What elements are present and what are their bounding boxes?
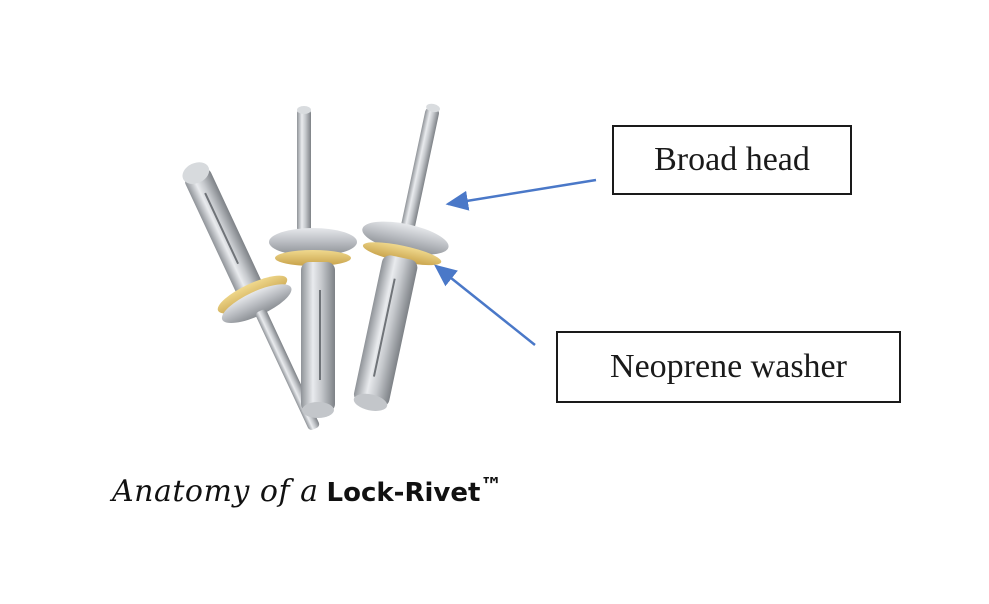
neoprene-washer-arrow bbox=[434, 264, 536, 346]
caption-product-name: Lock-Rivet bbox=[326, 478, 481, 508]
broad-head-arrow bbox=[445, 178, 597, 211]
neoprene-washer-label: Neoprene washer bbox=[556, 331, 901, 403]
broad-head-text: Broad head bbox=[654, 141, 810, 178]
caption-trademark: ™ bbox=[480, 474, 503, 499]
caption-italic: Anatomy of a bbox=[112, 474, 319, 509]
broad-head-label: Broad head bbox=[612, 125, 852, 195]
rivet-right bbox=[353, 103, 449, 411]
neoprene-washer-text: Neoprene washer bbox=[610, 348, 847, 385]
rivet-middle bbox=[269, 106, 357, 418]
